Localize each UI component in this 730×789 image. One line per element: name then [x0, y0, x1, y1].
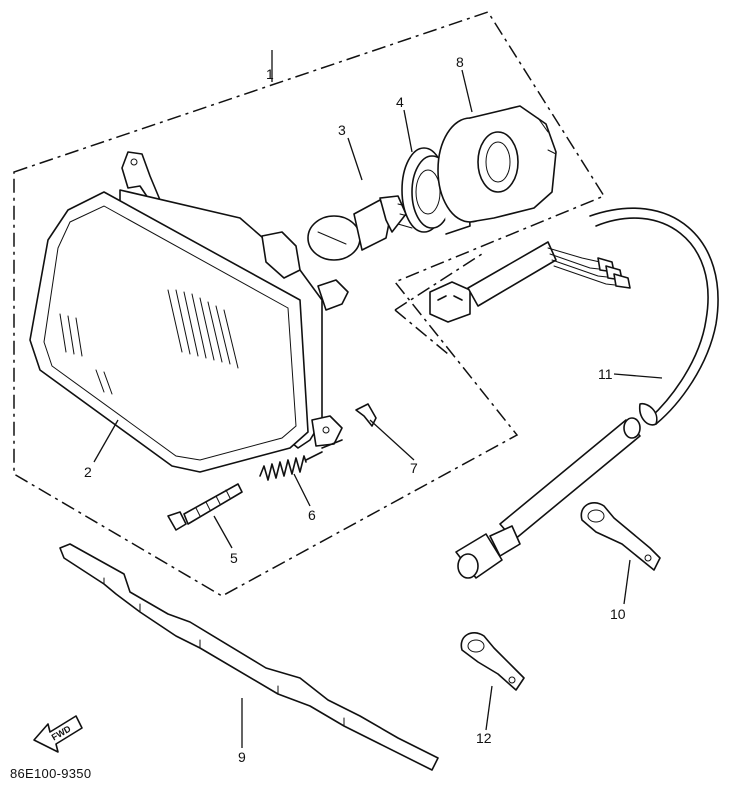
- assembly-boundary-11: [394, 251, 486, 355]
- drawing-code: 86E100-9350: [10, 766, 91, 781]
- callout-11: 11: [598, 366, 613, 382]
- callout-3: 3: [338, 122, 346, 138]
- callout-1: 1: [266, 66, 274, 82]
- callout-5: 5: [230, 550, 238, 566]
- wire-clamp: [580, 502, 661, 571]
- wire-clamp: [460, 632, 525, 691]
- headlight-stay: [59, 543, 439, 771]
- bulb: [307, 195, 417, 261]
- spring: [259, 439, 343, 481]
- callout-7: 7: [410, 460, 418, 476]
- callout-6: 6: [308, 507, 316, 523]
- sub-lead-wire: [429, 207, 719, 579]
- assembly-boundary-1: [13, 11, 606, 597]
- callout-10: 10: [610, 606, 626, 622]
- callout-labels: 1 2 3 4 5 6 7 8 9 10 11 12: [84, 54, 626, 765]
- leader-lines: [93, 50, 663, 748]
- callout-9: 9: [238, 749, 246, 765]
- forward-direction-arrow: FWD: [33, 715, 83, 753]
- callout-12: 12: [476, 730, 492, 746]
- callout-2: 2: [84, 464, 92, 480]
- headlight-unit: [29, 151, 349, 473]
- adjusting-screw: [167, 483, 243, 531]
- callout-8: 8: [456, 54, 464, 70]
- socket-cover: [437, 105, 557, 223]
- callout-4: 4: [396, 94, 404, 110]
